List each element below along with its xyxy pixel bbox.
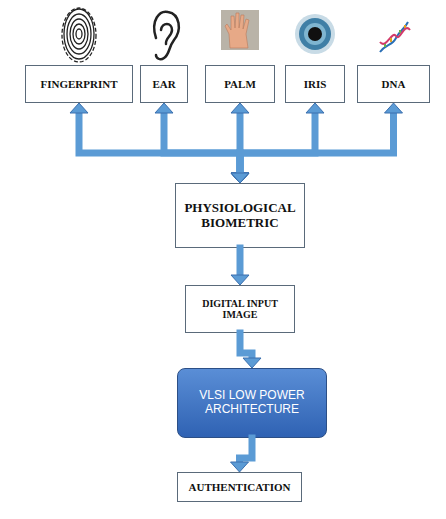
arrow-shaft — [240, 333, 252, 358]
arrow-head — [231, 103, 249, 113]
text-wrap: VLSI LOW POWER ARCHITECTURE — [182, 389, 322, 417]
node-label: IRIS — [304, 78, 327, 91]
input-box: PALM — [205, 65, 275, 103]
flow-arrow — [231, 103, 324, 183]
flow-arrow — [231, 248, 249, 285]
flow-arrow — [231, 438, 253, 472]
input-box: EAR — [140, 65, 188, 103]
arrow-shaft — [240, 113, 394, 173]
arrow-head — [243, 358, 261, 368]
node-label: DNA — [382, 78, 406, 91]
flow-arrow — [155, 103, 249, 183]
text-wrap: IRIS — [304, 78, 327, 91]
text-wrap: EAR — [152, 78, 175, 91]
text-wrap: FINGERPRINT — [40, 78, 117, 91]
node-label: AUTHENTICATION — [189, 481, 291, 494]
flow-arrow — [231, 103, 403, 183]
flow-arrow — [70, 103, 249, 183]
node-label: DIGITAL INPUT IMAGE — [190, 298, 290, 321]
ear-icon — [154, 12, 179, 59]
arrow-head — [231, 173, 249, 183]
architecture-box: VLSI LOW POWER ARCHITECTURE — [177, 368, 327, 438]
arrow-shaft — [237, 113, 244, 173]
arrow-head — [231, 173, 249, 183]
arrow-head — [231, 173, 249, 183]
arrow-head — [231, 462, 249, 472]
arrow-head — [231, 173, 249, 183]
fingerprint-icon — [62, 8, 96, 62]
arrow-shaft — [79, 113, 240, 173]
node-label: PALM — [224, 78, 256, 91]
node-label: PHYSIOLOGICAL BIOMETRIC — [180, 201, 300, 231]
text-wrap: PALM — [224, 78, 256, 91]
arrow-shaft — [240, 113, 315, 173]
process-box: DIGITAL INPUT IMAGE — [185, 285, 295, 333]
text-wrap: AUTHENTICATION — [189, 481, 291, 494]
input-box: DNA — [357, 65, 430, 103]
arrow-head — [385, 103, 403, 113]
node-label: VLSI LOW POWER ARCHITECTURE — [182, 389, 322, 417]
iris-icon — [295, 14, 335, 54]
text-wrap: DIGITAL INPUT IMAGE — [190, 298, 290, 321]
output-box: AUTHENTICATION — [177, 472, 302, 502]
arrow-head — [70, 103, 88, 113]
arrow-head — [155, 103, 173, 113]
arrow-shaft — [240, 438, 253, 462]
input-box: FINGERPRINT — [25, 65, 133, 103]
flow-arrow — [240, 333, 261, 368]
text-wrap: DNA — [382, 78, 406, 91]
process-box: PHYSIOLOGICAL BIOMETRIC — [175, 183, 305, 248]
arrow-head — [231, 173, 249, 183]
palm-icon — [221, 10, 259, 50]
text-wrap: PHYSIOLOGICAL BIOMETRIC — [180, 201, 300, 231]
node-label: FINGERPRINT — [40, 78, 117, 91]
arrow-head — [231, 275, 249, 285]
node-label: EAR — [152, 78, 175, 91]
flow-arrow — [231, 103, 249, 183]
input-box: IRIS — [285, 65, 345, 103]
arrow-head — [306, 103, 324, 113]
arrow-shaft — [164, 113, 240, 173]
arrow-shaft — [237, 248, 244, 275]
dna-icon — [380, 22, 410, 52]
